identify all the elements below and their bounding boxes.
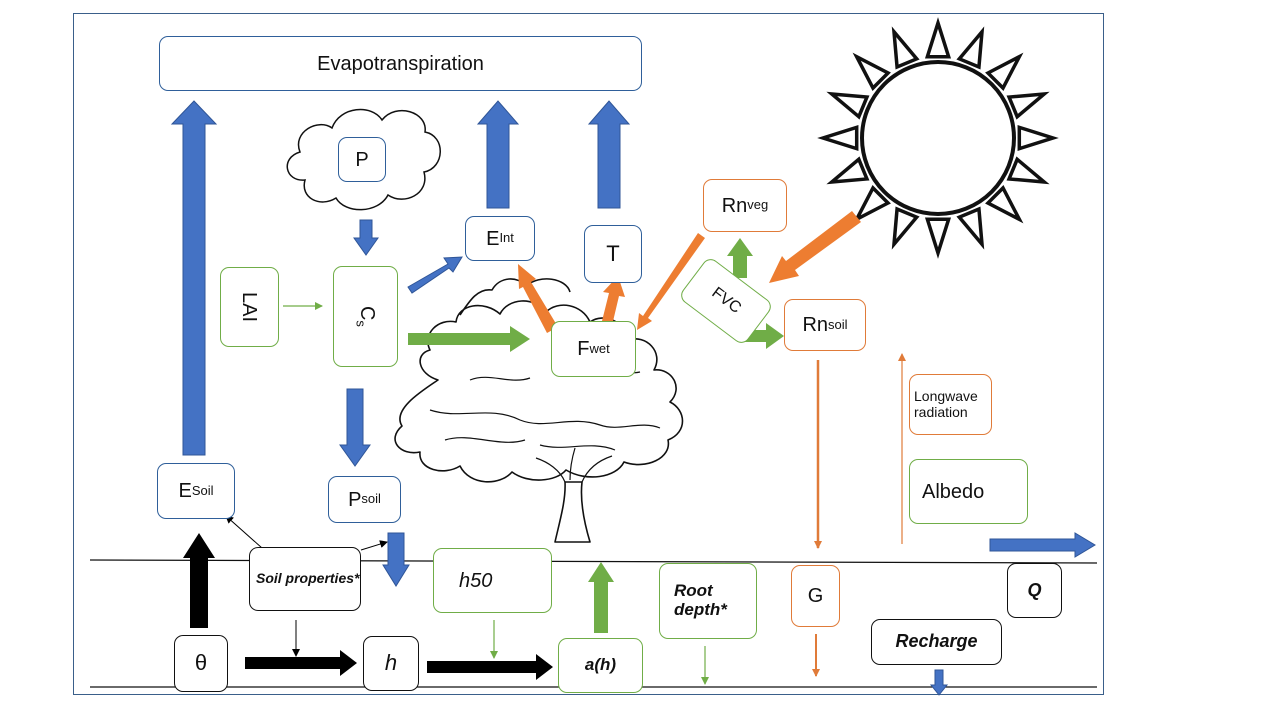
- arrow-fwet-to-t: [599, 276, 625, 334]
- arrow-theta-to-h: [245, 650, 357, 676]
- f-wet-sub: wet: [589, 340, 610, 356]
- arrow-recharge: [929, 669, 949, 696]
- arrow-ah-to-surface: [588, 562, 614, 633]
- rn-soil-main: Rn: [802, 314, 829, 336]
- q-box: Q: [1007, 563, 1062, 618]
- arrow-soilprops-to-esoil: [225, 515, 263, 549]
- sun-ray: [924, 217, 952, 259]
- sun-ray: [956, 26, 985, 70]
- arrow-p-to-cs: [353, 219, 379, 256]
- sun-ray: [985, 185, 1024, 224]
- cs-sub: s: [353, 320, 369, 327]
- lai-label: LAI: [238, 291, 261, 323]
- arrow-rnveg-to-fwet: [637, 233, 705, 330]
- root-depth-box: Root depth*: [659, 563, 757, 639]
- e-int-main: E: [486, 227, 500, 250]
- evapotranspiration-box: Evapotranspiration: [159, 36, 642, 91]
- rn-soil-sub: soil: [828, 316, 848, 332]
- sun-ray: [817, 124, 859, 152]
- arrow-fvc-to-rnveg: [727, 238, 753, 278]
- e-int-sub: Int: [499, 230, 514, 246]
- transpiration-box: T: [584, 225, 642, 283]
- e-soil-sub: Soil: [191, 482, 214, 498]
- precipitation-box: P: [338, 137, 386, 182]
- arrow-sun-to-fvc: [769, 211, 861, 283]
- arrow-h-to-ah: [427, 654, 553, 680]
- sun-disc: [860, 60, 1016, 216]
- theta-box: θ: [174, 635, 228, 692]
- sun-ray: [852, 185, 891, 224]
- sun-ray: [956, 206, 985, 250]
- e-soil-main: E: [178, 480, 192, 502]
- sun-ray: [891, 206, 920, 250]
- arrow-cs-to-eint: [407, 256, 463, 294]
- sun-ray: [826, 156, 870, 185]
- arrow-cs-to-psoil: [339, 388, 371, 467]
- a-h-box: a(h): [558, 638, 643, 693]
- arrow-cs-to-fwet: [408, 326, 530, 352]
- arrow-q-outflow: [989, 532, 1096, 558]
- h50-box: h50: [433, 548, 552, 613]
- arrow-soilprops-to-psoil: [360, 540, 388, 551]
- arrow-eint-to-evapotranspiration: [476, 100, 520, 209]
- cs-main: C: [355, 306, 378, 321]
- p-soil-main: P: [348, 488, 362, 511]
- rn-veg-main: Rn: [721, 194, 748, 217]
- sun-ray: [1006, 156, 1050, 185]
- arrow-fvc-to-rnsoil: [742, 323, 784, 349]
- rn-veg-sub: veg: [747, 197, 769, 213]
- sun-ray: [1017, 124, 1059, 152]
- arrow-theta-to-esoil: [183, 533, 215, 628]
- arrow-fwet-to-eint: [518, 264, 558, 333]
- g-box: G: [791, 565, 840, 627]
- cs-label: Cs: [353, 306, 378, 327]
- albedo-box: Albedo: [909, 459, 1028, 524]
- sun-ray: [985, 52, 1024, 91]
- p-soil-sub: soil: [361, 491, 381, 507]
- ground-surface-line: [89, 559, 1098, 564]
- arrow-esoil-to-evapotranspiration: [170, 100, 218, 456]
- sun-ray: [891, 26, 920, 70]
- diagram-frame: [73, 13, 1104, 695]
- h-box: h: [363, 636, 419, 691]
- longwave-radiation-box: Longwave radiation: [909, 374, 992, 435]
- sun-ray: [852, 52, 891, 91]
- cs-box: Cs: [333, 266, 398, 367]
- arrow-t-to-evapotranspiration: [587, 100, 631, 209]
- lai-box: LAI: [220, 267, 279, 347]
- sun-icon: [817, 17, 1059, 259]
- sun-ray: [826, 91, 870, 120]
- soil-properties-box: Soil properties*: [249, 547, 361, 611]
- sun-ray: [924, 17, 952, 59]
- arrow-psoil-to-soil: [382, 532, 410, 587]
- sun-ray: [1006, 91, 1050, 120]
- recharge-box: Recharge: [871, 619, 1002, 665]
- f-wet-main: F: [577, 338, 590, 360]
